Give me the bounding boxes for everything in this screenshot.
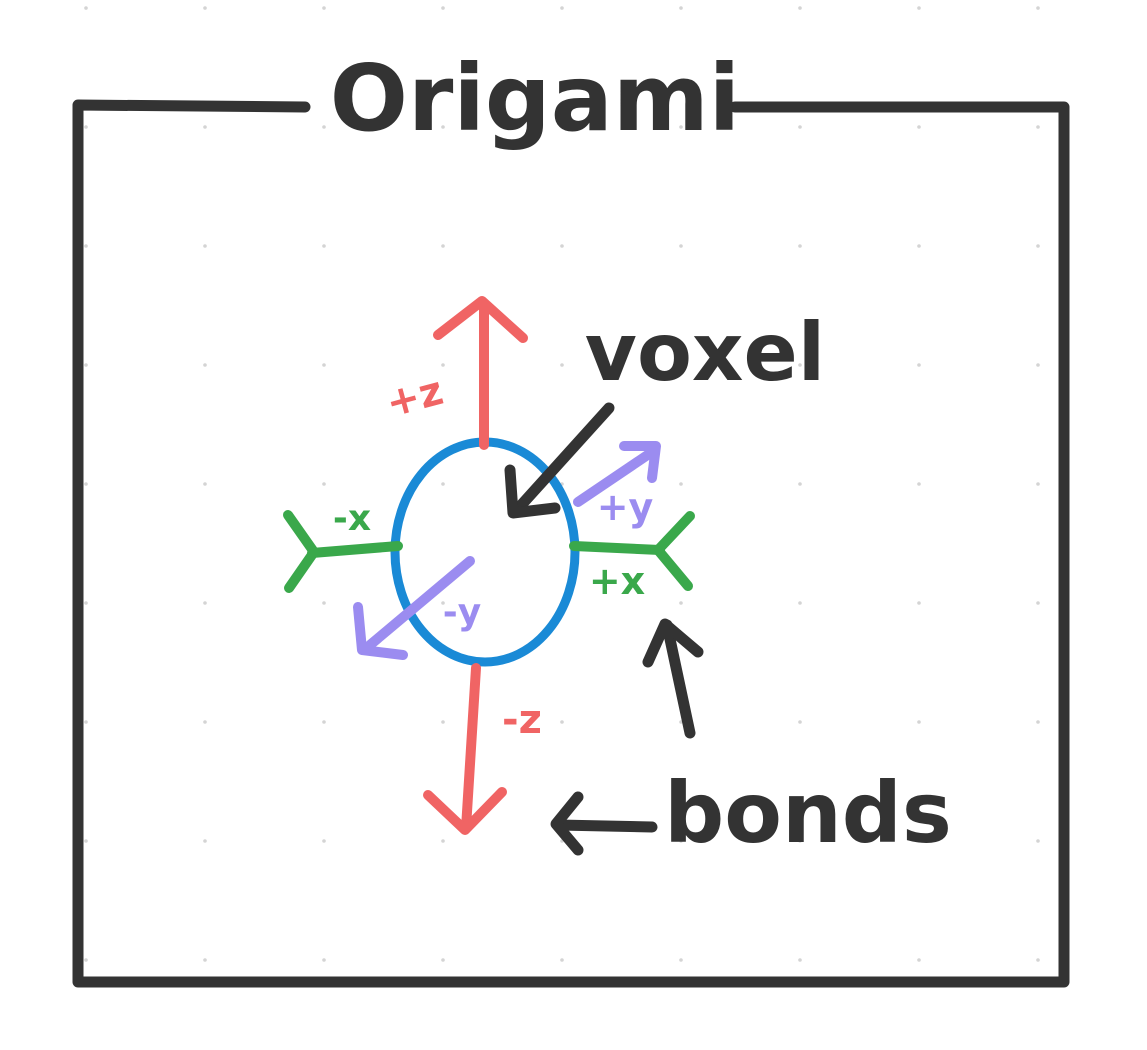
grid-dot <box>560 720 564 724</box>
grid-dot <box>798 363 802 367</box>
grid-dot <box>560 363 564 367</box>
grid-dot <box>441 601 445 605</box>
grid-dot <box>84 125 88 129</box>
grid-dot <box>1036 958 1040 962</box>
grid-dots <box>84 6 1040 962</box>
grid-dot <box>203 720 207 724</box>
grid-dot <box>322 958 326 962</box>
label-minus-x: -x <box>333 498 371 539</box>
grid-dot <box>679 482 683 486</box>
grid-dot <box>441 244 445 248</box>
grid-dot <box>1036 6 1040 10</box>
label-plus-x: +x <box>589 559 645 603</box>
grid-dot <box>84 720 88 724</box>
grid-dot <box>441 839 445 843</box>
grid-dot <box>560 125 564 129</box>
grid-dot <box>203 6 207 10</box>
grid-dot <box>679 125 683 129</box>
grid-dot <box>322 601 326 605</box>
grid-dot <box>322 720 326 724</box>
grid-dot <box>322 6 326 10</box>
frame <box>72 99 1070 988</box>
grid-dot <box>917 839 921 843</box>
grid-dot <box>84 363 88 367</box>
grid-dot <box>679 958 683 962</box>
grid-dot <box>322 125 326 129</box>
grid-dot <box>1036 244 1040 248</box>
grid-dot <box>203 601 207 605</box>
bond-minus-z: -z <box>423 663 542 835</box>
grid-dot <box>917 601 921 605</box>
grid-dot <box>798 6 802 10</box>
grid-dot <box>1036 839 1040 843</box>
bonds-pointer-arrow-left <box>550 791 658 856</box>
grid-dot <box>441 958 445 962</box>
grid-dot <box>679 363 683 367</box>
label-plus-y: +y <box>597 485 654 529</box>
grid-dot <box>203 482 207 486</box>
grid-dot <box>203 363 207 367</box>
label-minus-y: -y <box>443 592 481 633</box>
grid-dot <box>322 244 326 248</box>
grid-dot <box>679 6 683 10</box>
bond-plus-x: +x <box>569 511 695 603</box>
grid-dot <box>560 6 564 10</box>
bonds-pointer-arrow-up <box>642 618 704 739</box>
grid-dot <box>84 601 88 605</box>
grid-dot <box>84 482 88 486</box>
grid-dot <box>917 244 921 248</box>
grid-dot <box>84 6 88 10</box>
grid-dot <box>322 482 326 486</box>
grid-dot <box>679 601 683 605</box>
grid-dot <box>560 244 564 248</box>
bond-minus-y: -y <box>353 556 481 660</box>
grid-dot <box>798 958 802 962</box>
grid-dot <box>1036 720 1040 724</box>
grid-dot <box>679 839 683 843</box>
grid-dot <box>679 244 683 248</box>
label-plus-z: +z <box>381 368 448 427</box>
bond-plus-z: +z <box>381 296 528 450</box>
grid-dot <box>1036 125 1040 129</box>
voxel-pointer-arrow <box>504 402 615 519</box>
grid-dot <box>84 839 88 843</box>
grid-dot <box>441 482 445 486</box>
grid-dot <box>322 839 326 843</box>
grid-dot <box>203 958 207 962</box>
grid-dot <box>441 125 445 129</box>
grid-dot <box>798 601 802 605</box>
grid-dot <box>84 244 88 248</box>
grid-dot <box>917 6 921 10</box>
voxel-label: voxel <box>585 306 825 399</box>
grid-dot <box>798 482 802 486</box>
grid-dot <box>560 958 564 962</box>
grid-dot <box>798 125 802 129</box>
grid-dot <box>917 363 921 367</box>
grid-dot <box>441 363 445 367</box>
grid-dot <box>798 244 802 248</box>
grid-dot <box>1036 363 1040 367</box>
grid-dot <box>917 720 921 724</box>
bond-minus-x: -x <box>283 498 403 593</box>
label-minus-z: -z <box>502 697 542 743</box>
grid-dot <box>917 958 921 962</box>
grid-dot <box>84 958 88 962</box>
grid-dot <box>917 125 921 129</box>
grid-dot <box>203 839 207 843</box>
grid-dot <box>917 482 921 486</box>
grid-dot <box>1036 601 1040 605</box>
grid-dot <box>798 839 802 843</box>
bond-plus-y: +y <box>573 441 661 529</box>
grid-dot <box>798 720 802 724</box>
grid-dot <box>322 363 326 367</box>
diagram-title: Origami <box>330 45 740 152</box>
grid-dot <box>441 6 445 10</box>
bonds-label: bonds <box>664 764 952 862</box>
grid-dot <box>1036 482 1040 486</box>
grid-dot <box>203 244 207 248</box>
grid-dot <box>203 125 207 129</box>
grid-dot <box>441 720 445 724</box>
